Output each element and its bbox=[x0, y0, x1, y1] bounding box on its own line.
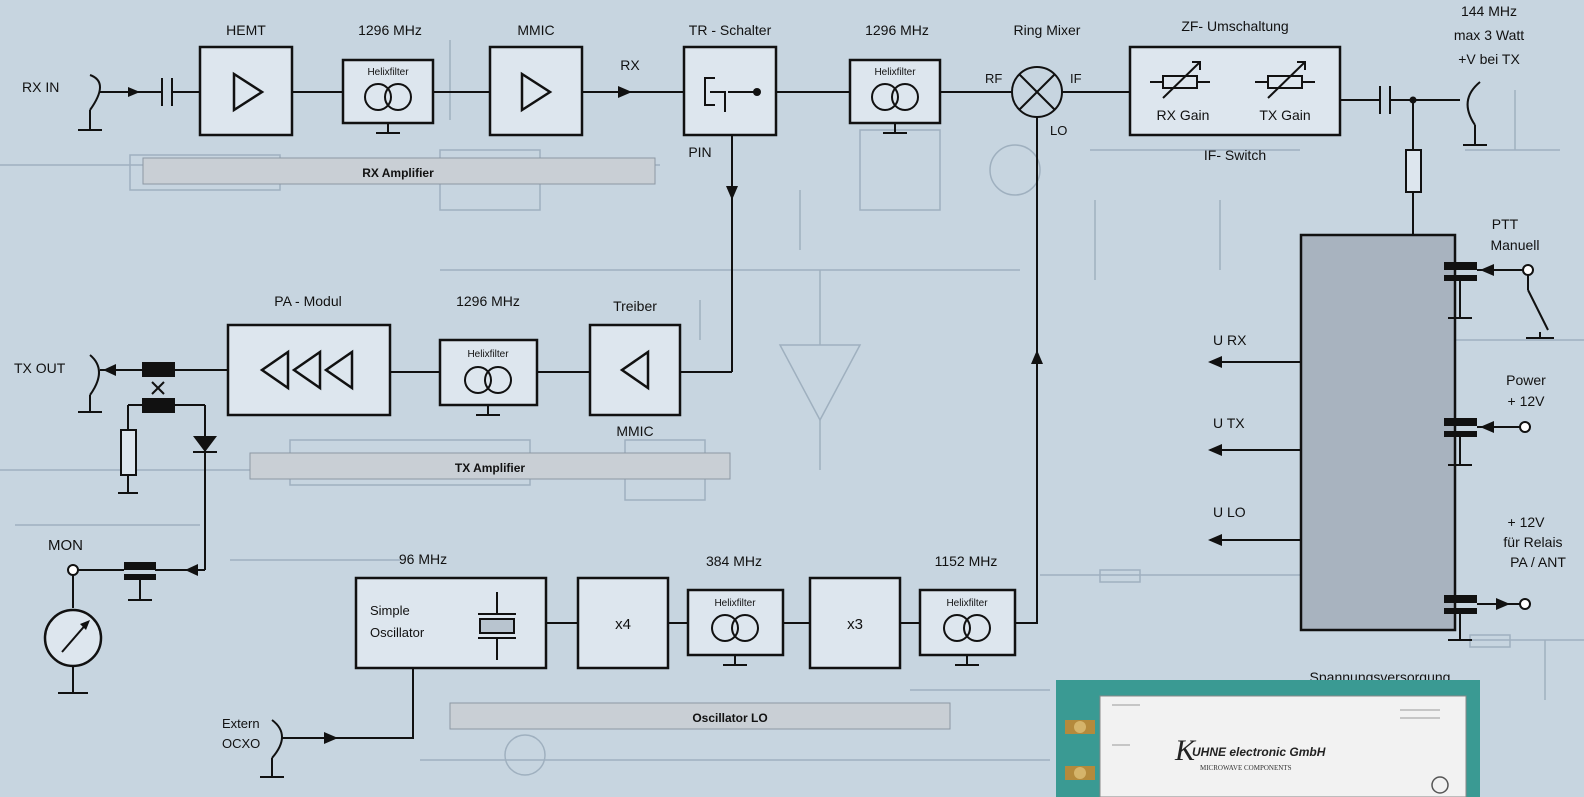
if-port-label: IF bbox=[1070, 71, 1082, 86]
tx-path-arrow bbox=[726, 186, 738, 200]
rx-input-capacitor bbox=[162, 78, 172, 106]
power-arrow bbox=[1480, 421, 1494, 433]
treiber-block bbox=[590, 325, 680, 415]
mmic-rx-block bbox=[490, 47, 582, 135]
helixfilter-384-label: Helixfilter bbox=[714, 598, 756, 609]
mon-feedthrough-capacitor bbox=[124, 562, 156, 600]
kuhne-brand-text: UHNE electronic GmbH bbox=[1192, 745, 1326, 759]
meter-icon bbox=[45, 610, 101, 666]
if-output-freq-label: 144 MHz bbox=[1461, 3, 1517, 19]
rx-gain-label: RX Gain bbox=[1157, 107, 1210, 123]
tx-filter-freq-label: 1296 MHz bbox=[456, 293, 520, 309]
u-lo-arrow bbox=[1208, 534, 1222, 546]
u-lo-label: U LO bbox=[1213, 504, 1246, 520]
relais-fuer-label: für Relais bbox=[1503, 534, 1562, 550]
bias-resistor bbox=[1406, 150, 1421, 192]
freq-384-label: 384 MHz bbox=[706, 553, 762, 569]
tr-schalter-label: TR - Schalter bbox=[689, 22, 772, 38]
directional-coupler bbox=[142, 362, 175, 413]
u-tx-arrow bbox=[1208, 444, 1222, 456]
power-terminal bbox=[1520, 422, 1530, 432]
relais-arrow bbox=[1496, 598, 1510, 610]
if-output-power-label: max 3 Watt bbox=[1454, 27, 1524, 43]
ring-mixer-icon bbox=[1012, 67, 1062, 117]
pin-label: PIN bbox=[688, 144, 711, 160]
ptt-switch-icon bbox=[1526, 275, 1554, 338]
ocxo-arrow bbox=[324, 732, 338, 744]
detector-diode-icon bbox=[193, 436, 217, 452]
ptt-arrow bbox=[1480, 264, 1494, 276]
mon-terminal bbox=[68, 565, 78, 575]
mmic-tx-label: MMIC bbox=[616, 423, 653, 439]
mon-feed-arrow bbox=[185, 564, 198, 576]
extern-label: Extern bbox=[222, 716, 260, 731]
helixfilter-tx-label: Helixfilter bbox=[467, 349, 509, 360]
treiber-label: Treiber bbox=[613, 298, 657, 314]
u-tx-label: U TX bbox=[1213, 415, 1245, 431]
power-12v-label: + 12V bbox=[1508, 393, 1546, 409]
rx-filter2-freq-label: 1296 MHz bbox=[865, 22, 929, 38]
u-rx-arrow bbox=[1208, 356, 1222, 368]
ptt-manuell-label: Manuell bbox=[1490, 237, 1539, 253]
mon-label: MON bbox=[48, 537, 83, 554]
kuhne-sub-text: MICROWAVE COMPONENTS bbox=[1200, 764, 1292, 772]
relais-terminal bbox=[1520, 599, 1530, 609]
zf-umschaltung-label: ZF- Umschaltung bbox=[1181, 18, 1288, 34]
if-output-capacitor bbox=[1380, 86, 1390, 114]
simple-oscillator-block bbox=[356, 578, 546, 668]
hemt-block bbox=[200, 47, 292, 135]
pa-modul-label: PA - Modul bbox=[274, 293, 341, 309]
freq-1152-label: 1152 MHz bbox=[935, 553, 998, 569]
helixfilter-rx-2-label: Helixfilter bbox=[874, 67, 916, 78]
rx-arrow bbox=[618, 86, 632, 98]
rx-amplifier-label: RX Amplifier bbox=[362, 166, 434, 180]
tx-out-arrow bbox=[103, 364, 116, 376]
rx-filter-freq-label: 1296 MHz bbox=[358, 22, 422, 38]
ptt-label: PTT bbox=[1492, 216, 1519, 232]
ring-mixer-label: Ring Mixer bbox=[1014, 22, 1081, 38]
u-rx-label: U RX bbox=[1213, 332, 1247, 348]
lo-feed-arrow bbox=[1031, 350, 1043, 364]
x4-label: x4 bbox=[615, 616, 631, 633]
hemt-label: HEMT bbox=[226, 22, 266, 38]
kuhne-module-photo: K UHNE electronic GmbH MICROWAVE COMPONE… bbox=[1056, 680, 1480, 797]
tx-gain-label: TX Gain bbox=[1259, 107, 1310, 123]
coupler-load-resistor bbox=[121, 430, 136, 475]
oscillator-lo-label: Oscillator LO bbox=[692, 711, 767, 725]
x3-label: x3 bbox=[847, 616, 863, 633]
rx-in-connector bbox=[78, 75, 102, 130]
rf-port-label: RF bbox=[985, 71, 1002, 86]
rx-arrow-label: RX bbox=[620, 57, 640, 73]
tx-out-connector bbox=[78, 355, 102, 412]
ocxo-label: OCXO bbox=[222, 736, 260, 751]
helixfilter-rx-1-label: Helixfilter bbox=[367, 67, 409, 78]
tx-amplifier-label: TX Amplifier bbox=[455, 461, 526, 475]
pa-modul-block bbox=[228, 325, 390, 415]
mmic-rx-label: MMIC bbox=[517, 22, 554, 38]
relais-12v-label: + 12V bbox=[1508, 514, 1546, 530]
relais-pa-ant-label: PA / ANT bbox=[1510, 554, 1566, 570]
osc-freq-label: 96 MHz bbox=[399, 551, 447, 567]
power-label: Power bbox=[1506, 372, 1546, 388]
lo-port-label: LO bbox=[1050, 123, 1067, 138]
simple-label: Simple bbox=[370, 603, 410, 618]
oscillator-label: Oscillator bbox=[370, 625, 425, 640]
rx-in-arrow bbox=[128, 87, 140, 97]
if-switch-label: IF- Switch bbox=[1204, 147, 1266, 163]
ocxo-connector bbox=[260, 720, 284, 777]
ptt-terminal bbox=[1523, 265, 1533, 275]
rx-in-label: RX IN bbox=[22, 79, 59, 95]
spannungsversorgung-block bbox=[1301, 235, 1455, 630]
tx-out-label: TX OUT bbox=[14, 360, 66, 376]
helixfilter-1152-label: Helixfilter bbox=[946, 598, 988, 609]
if-out-connector bbox=[1463, 82, 1487, 145]
if-output-voltage-label: +V bei TX bbox=[1458, 51, 1520, 67]
